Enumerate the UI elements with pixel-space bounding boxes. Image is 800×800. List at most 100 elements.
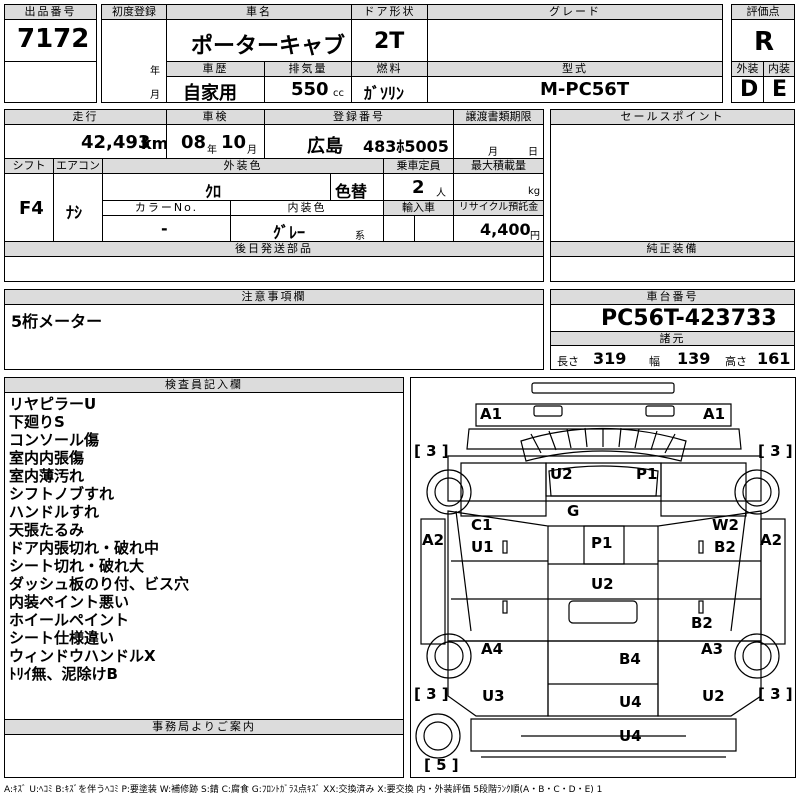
inspector-note-line: 室内薄汚れ: [9, 467, 85, 485]
tire-rear-left: [ 3 ]: [414, 685, 449, 703]
first-reg-month-unit: 月: [150, 90, 160, 101]
score-value: R: [754, 27, 775, 57]
lot-blank-cell: [4, 61, 97, 103]
mark-rear-left-fender: A4: [481, 640, 504, 658]
legend-text: A:ｷｽﾞ U:ﾍｺﾐ B:ｷｽﾞを伴うﾍｺﾐ P:要塗装 W:補修跡 S:錆 …: [4, 785, 603, 795]
lot-number: 7172: [17, 24, 90, 54]
genuine-cell: [550, 256, 795, 282]
history-cell: 自家用: [166, 76, 265, 104]
inspection-month-unit: 月: [247, 145, 257, 156]
roof-panel-shape: [531, 382, 675, 394]
mark-front-right: A1: [703, 405, 726, 423]
shift-cell: F4: [4, 173, 54, 242]
color-no-cell: -: [102, 215, 231, 242]
car-name: ポーターキャブ: [191, 34, 346, 59]
inspector-note-line: ダッシュ板のり付、ビス穴: [9, 575, 190, 593]
inspector-note-line: シート切れ・破れ大: [9, 557, 145, 575]
inspector-note-line: 下廻りS: [9, 413, 65, 431]
mark-bed-floor: B4: [619, 650, 641, 668]
height-label: 高さ: [725, 355, 747, 368]
mark-rear-right-fender: A3: [701, 640, 724, 658]
mark-windshield: G: [567, 502, 580, 520]
inspector-note-line: コンソール傷: [9, 431, 100, 449]
car-name-header: 車名: [166, 4, 352, 20]
first-reg-year-unit: 年: [150, 66, 160, 77]
interior-header: 内装: [763, 61, 795, 77]
exterior-score: D: [740, 77, 759, 102]
displacement-header: 排気量: [264, 61, 352, 77]
fuel-value: ｶﾞｿﾘﾝ: [364, 84, 405, 103]
tire-spare: [ 5 ]: [424, 756, 459, 774]
interior-score: E: [772, 77, 788, 102]
ac-cell: ﾅｼ: [53, 173, 103, 242]
inspector-note-line: 室内内張傷: [9, 449, 85, 467]
history-header: 車歴: [166, 61, 265, 77]
chassis-cell: PC56T-423733: [550, 304, 795, 332]
capacity-unit: 人: [436, 188, 446, 199]
capacity-header: 乗車定員: [383, 158, 454, 174]
ac-header: エアコン: [53, 158, 103, 174]
mark-right-door-upper: W2: [712, 516, 739, 534]
mark-front-left: A1: [480, 405, 503, 423]
inspection-year-unit: 年: [207, 145, 217, 156]
recycle-unit: 円: [530, 231, 540, 242]
door-cell: 2T: [351, 19, 428, 62]
mileage-header: 走行: [4, 109, 167, 125]
inspection-year: 08: [181, 132, 207, 153]
first-reg-cell: 年 月: [101, 19, 167, 103]
reg-number-cell: 広島 483ﾎ5005: [264, 124, 454, 159]
transfer-day-unit: 日: [528, 147, 538, 158]
color-change-cell: 色替: [330, 173, 384, 201]
mark-bed-right: B2: [691, 614, 713, 632]
caution-header: 注意事項欄: [4, 289, 544, 305]
door-header: ドア形状: [351, 4, 428, 20]
lot-number-cell: 7172: [4, 19, 97, 62]
transfer-deadline-cell: 月 日: [453, 124, 544, 159]
mark-right-door: B2: [714, 538, 736, 556]
inspector-note-line: ドア内張切れ・破れ中: [9, 539, 160, 557]
mark-tailgate: U4: [619, 693, 642, 711]
mark-left-door: U1: [471, 538, 494, 556]
mark-right-side: A2: [760, 531, 783, 549]
ext-color-cell: ｸﾛ: [102, 173, 331, 201]
mark-left-door-upper: C1: [471, 516, 493, 534]
int-color-cell: ｸﾞﾚｰ 系: [230, 215, 384, 242]
sales-point-cell: [550, 124, 795, 242]
genuine-header: 純正装備: [550, 241, 795, 257]
inspector-note-line: シート仕様違い: [9, 629, 115, 647]
vehicle-outline-svg: [415, 382, 786, 759]
displacement-value: 550: [291, 79, 329, 100]
chassis-number: PC56T-423733: [601, 306, 777, 331]
max-load-unit: kg: [528, 186, 541, 197]
model-cell: M-PC56T: [427, 76, 723, 103]
height-value: 161: [757, 349, 791, 368]
caution-cell: 5桁メーター: [4, 304, 544, 370]
recycle-value: 4,400: [480, 220, 531, 239]
transfer-deadline-header: 譲渡書類期限: [453, 109, 544, 125]
lot-number-header: 出品番号: [4, 4, 97, 20]
import-divider: [414, 216, 415, 241]
ac-value: ﾅｼ: [66, 203, 83, 222]
grade-cell: [427, 19, 723, 62]
later-parts-header: 後日発送部品: [4, 241, 544, 257]
damage-diagram: A1 A1 U2 P1 G C1 U1 W2 B2 A2 A2 P1 U2 B2…: [410, 377, 796, 778]
mileage-unit: km: [141, 134, 169, 153]
interior-cell: E: [763, 76, 795, 103]
mark-hood-right: P1: [636, 465, 658, 483]
mark-roof: P1: [591, 534, 613, 552]
int-color-value: ｸﾞﾚｰ: [273, 223, 306, 242]
exterior-cell: D: [731, 76, 764, 103]
mileage-value: 42,493: [81, 132, 151, 153]
mark-left-side: A2: [422, 531, 445, 549]
capacity-value: 2: [412, 177, 425, 198]
color-no-value: -: [161, 219, 168, 238]
int-color-header: 内装色: [230, 200, 384, 216]
recycle-header: リサイクル預託金: [453, 200, 544, 216]
import-header: 輸入車: [383, 200, 454, 216]
tire-rear-right: [ 3 ]: [758, 685, 793, 703]
recycle-cell: 4,400 円: [453, 215, 544, 242]
inspector-note-line: ハンドルすれ: [9, 503, 100, 521]
tire-front-left: [ 3 ]: [414, 442, 449, 460]
specs-header: 諸元: [550, 331, 795, 346]
